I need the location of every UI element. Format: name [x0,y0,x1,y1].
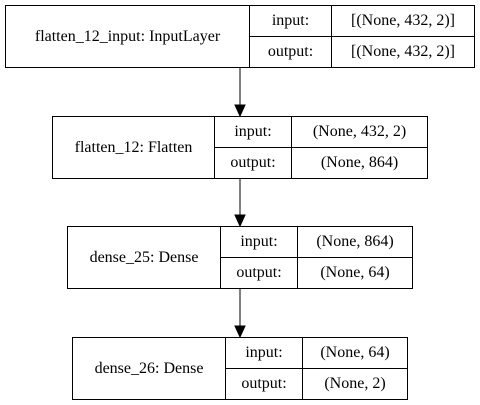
edge-2-arrowhead [234,214,246,228]
input-shape: (None, 64) [320,344,390,361]
input-row: input: (None, 432, 2) [215,117,427,147]
node-title: flatten_12_input: InputLayer [6,6,250,67]
input-label: input: [226,338,303,368]
node-title: dense_26: Dense [73,338,226,399]
node-flatten-12: flatten_12: Flatten input: (None, 432, 2… [52,116,428,179]
input-shape: (None, 432, 2) [312,123,407,140]
edge-1-arrowhead [234,104,246,118]
output-label: output: [250,37,332,67]
input-label: input: [250,6,332,36]
input-label: input: [221,227,298,257]
edge-3-arrow [234,289,246,339]
output-shape: [(None, 432, 2)] [351,43,455,60]
output-shape: (None, 864) [320,154,399,171]
node-dense-25: dense_25: Dense input: (None, 864) outpu… [67,226,413,289]
input-row: input: [(None, 432, 2)] [250,6,474,36]
edge-1-arrow [234,68,246,118]
input-row: input: (None, 64) [226,338,407,368]
node-title: dense_25: Dense [68,227,221,288]
edge-2-arrow [234,179,246,228]
io-table: input: (None, 64) output: (None, 2) [226,338,407,399]
io-table: input: (None, 864) output: (None, 64) [221,227,412,288]
output-label: output: [226,369,303,399]
node-flatten-12-input: flatten_12_input: InputLayer input: [(No… [5,5,475,68]
node-title: flatten_12: Flatten [53,117,215,178]
edge-3-arrowhead [234,325,246,339]
input-label: input: [215,117,292,147]
input-shape: [(None, 432, 2)] [351,12,455,29]
io-table: input: (None, 432, 2) output: (None, 864… [215,117,427,178]
output-row: output: (None, 64) [221,257,412,288]
output-shape: (None, 2) [324,375,386,392]
input-shape: (None, 864) [316,233,394,250]
io-table: input: [(None, 432, 2)] output: [(None, … [250,6,474,67]
output-label: output: [215,148,292,178]
output-row: output: (None, 2) [226,368,407,399]
output-shape: (None, 64) [320,264,390,281]
output-row: output: [(None, 432, 2)] [250,36,474,67]
input-row: input: (None, 864) [221,227,412,257]
node-dense-26: dense_26: Dense input: (None, 64) output… [72,337,408,400]
output-label: output: [221,258,298,288]
output-row: output: (None, 864) [215,147,427,178]
